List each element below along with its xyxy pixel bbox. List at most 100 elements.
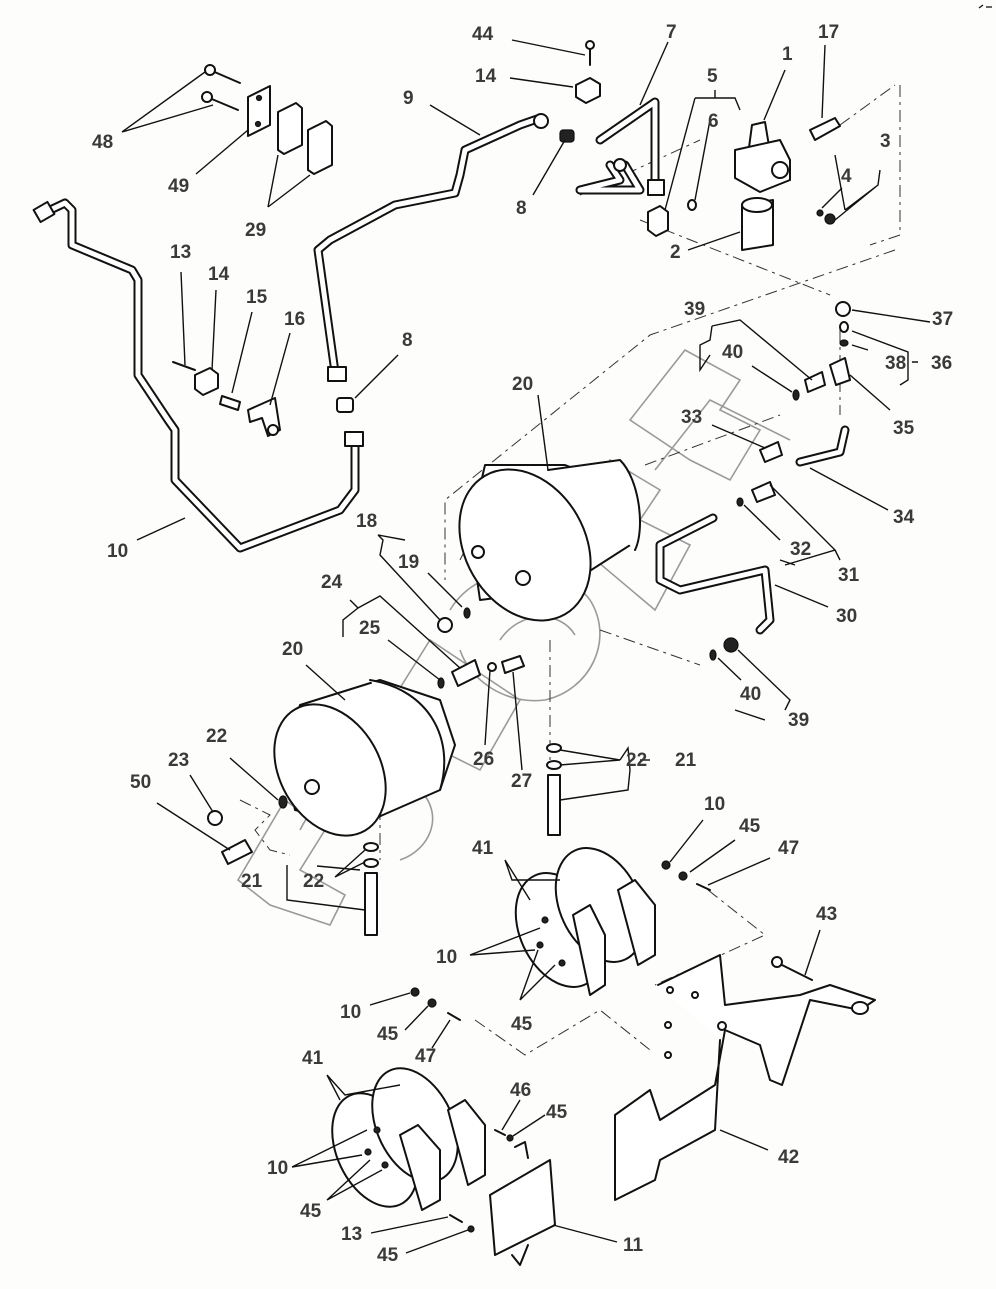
- part-23-washer: [278, 795, 288, 809]
- callout-39-lower: 39: [788, 710, 809, 731]
- part-38-oring: [839, 321, 849, 333]
- callout-18: 18: [356, 511, 377, 532]
- callout-45-bottom: 45: [377, 1245, 399, 1266]
- part-5-elbow: [647, 205, 669, 237]
- part-22-washers-left: [363, 842, 379, 868]
- part-10-nut-lower: [410, 987, 420, 997]
- part-13-bolt-top: [172, 361, 196, 371]
- part-30-hose: [655, 513, 775, 635]
- callout-40-upper: 40: [722, 342, 743, 363]
- callout-9: 9: [403, 88, 414, 109]
- callout-45-upper-right: 45: [739, 816, 761, 837]
- callout-25: 24: [321, 572, 343, 593]
- callout-7: 7: [666, 22, 677, 43]
- part-49-plate: [247, 85, 271, 137]
- callout-39-upper: 39: [684, 299, 705, 320]
- part-7-pipe: [575, 97, 665, 196]
- part-45-washer-upper: [678, 871, 688, 881]
- callout-36: 37: [932, 309, 953, 330]
- part-39-fitting-lower: [723, 637, 739, 653]
- part-21-bolt-left: [364, 872, 378, 936]
- callout-13-lower: 13: [341, 1224, 362, 1245]
- callout-labels: 44 14 7 1 17 5 6 3 4 9 8 2 48 49 29 13 1…: [92, 22, 953, 1266]
- part-8-nut-top: [559, 129, 575, 143]
- callout-40-lower: 40: [740, 684, 761, 705]
- callout-3: 3: [880, 131, 891, 152]
- callout-6: 6: [708, 111, 719, 132]
- part-32-washer: [736, 497, 744, 507]
- part-33-tee: [759, 441, 783, 463]
- part-37-seal: [839, 339, 849, 347]
- callout-48: 48: [92, 132, 113, 153]
- part-3-plug: [824, 213, 836, 225]
- callout-45-lower-right: 45: [377, 1024, 399, 1045]
- part-12-pipe: [32, 198, 364, 553]
- callout-46: 46: [510, 1080, 531, 1101]
- callout-21-left: 21: [241, 871, 263, 892]
- part-35-tee: [829, 357, 851, 386]
- part-19-washer: [463, 607, 471, 619]
- callout-10-upper-left: 10: [436, 947, 457, 968]
- callout-45-upper-left: 45: [511, 1014, 533, 1035]
- part-41-straps-upper: [514, 847, 656, 996]
- part-45-washer-13: [467, 1225, 475, 1233]
- callout-19: 19: [398, 552, 419, 573]
- callout-17: 17: [818, 22, 839, 43]
- part-18-nut: [437, 617, 453, 633]
- callout-15: 15: [246, 287, 268, 308]
- callout-21-right: 21: [675, 750, 697, 771]
- part-14-clamp-left: [194, 367, 219, 396]
- part-21-bolt-right: [547, 774, 561, 836]
- callout-41-lower: 41: [302, 1048, 324, 1069]
- part-28-fitting: [501, 655, 525, 674]
- part-39-fitting-upper: [804, 371, 826, 393]
- callout-47-lower: 47: [415, 1046, 436, 1067]
- part-16-bracket: [247, 397, 281, 437]
- callout-14-left: 14: [208, 264, 230, 285]
- callout-20-upper: 20: [512, 374, 533, 395]
- callout-41-upper: 41: [472, 838, 494, 859]
- part-8-nut-mid: [336, 397, 354, 413]
- callout-27: 26: [473, 749, 494, 770]
- callout-50: 50: [130, 772, 151, 793]
- callout-23: 22: [206, 726, 227, 747]
- callout-45-lower-left: 45: [300, 1201, 322, 1222]
- leader-lines: [121, 39, 931, 1254]
- part-17-fitting: [809, 117, 841, 141]
- callout-2: 2: [670, 242, 681, 263]
- callout-29: 29: [245, 220, 266, 241]
- part-31-tee: [751, 481, 776, 503]
- part-27-oring: [487, 662, 497, 672]
- callout-37: 36: [931, 353, 952, 374]
- part-29-clamp-blocks: [277, 102, 333, 175]
- part-43-bolt: [771, 956, 813, 981]
- callout-13-top: 13: [170, 242, 191, 263]
- part-20-tank-lower: [273, 679, 456, 837]
- callout-35: 35: [893, 418, 915, 439]
- part-14-clamp: [575, 77, 601, 104]
- part-34-pipe: [795, 425, 850, 467]
- callout-10-lower-left: 10: [267, 1158, 288, 1179]
- callout-20-lower: 20: [282, 639, 303, 660]
- part-26-washer: [437, 677, 445, 689]
- part-24-nut: [207, 810, 223, 826]
- callout-43: 43: [816, 904, 837, 925]
- callout-1: 1: [782, 44, 793, 65]
- callout-10-lower-right: 10: [340, 1002, 361, 1023]
- part-50-valve: [221, 839, 253, 865]
- part-41-straps-lower: [331, 1067, 486, 1211]
- callout-45-46: 45: [546, 1102, 568, 1123]
- part-40-washer-upper: [792, 389, 800, 401]
- part-13-bolt-lower: [449, 1214, 463, 1223]
- part-44-bolt: [585, 40, 595, 66]
- part-45-washer-lower: [427, 998, 437, 1008]
- callout-22-right: 22: [626, 750, 647, 771]
- part-48-bolts: [201, 64, 241, 111]
- part-46-bolt: [494, 1129, 506, 1136]
- callout-5: 5: [707, 66, 718, 87]
- part-4-washer: [816, 209, 824, 217]
- callout-22-left: 22: [303, 871, 324, 892]
- part-1-valve: [734, 121, 791, 193]
- callout-42: 42: [778, 1147, 799, 1168]
